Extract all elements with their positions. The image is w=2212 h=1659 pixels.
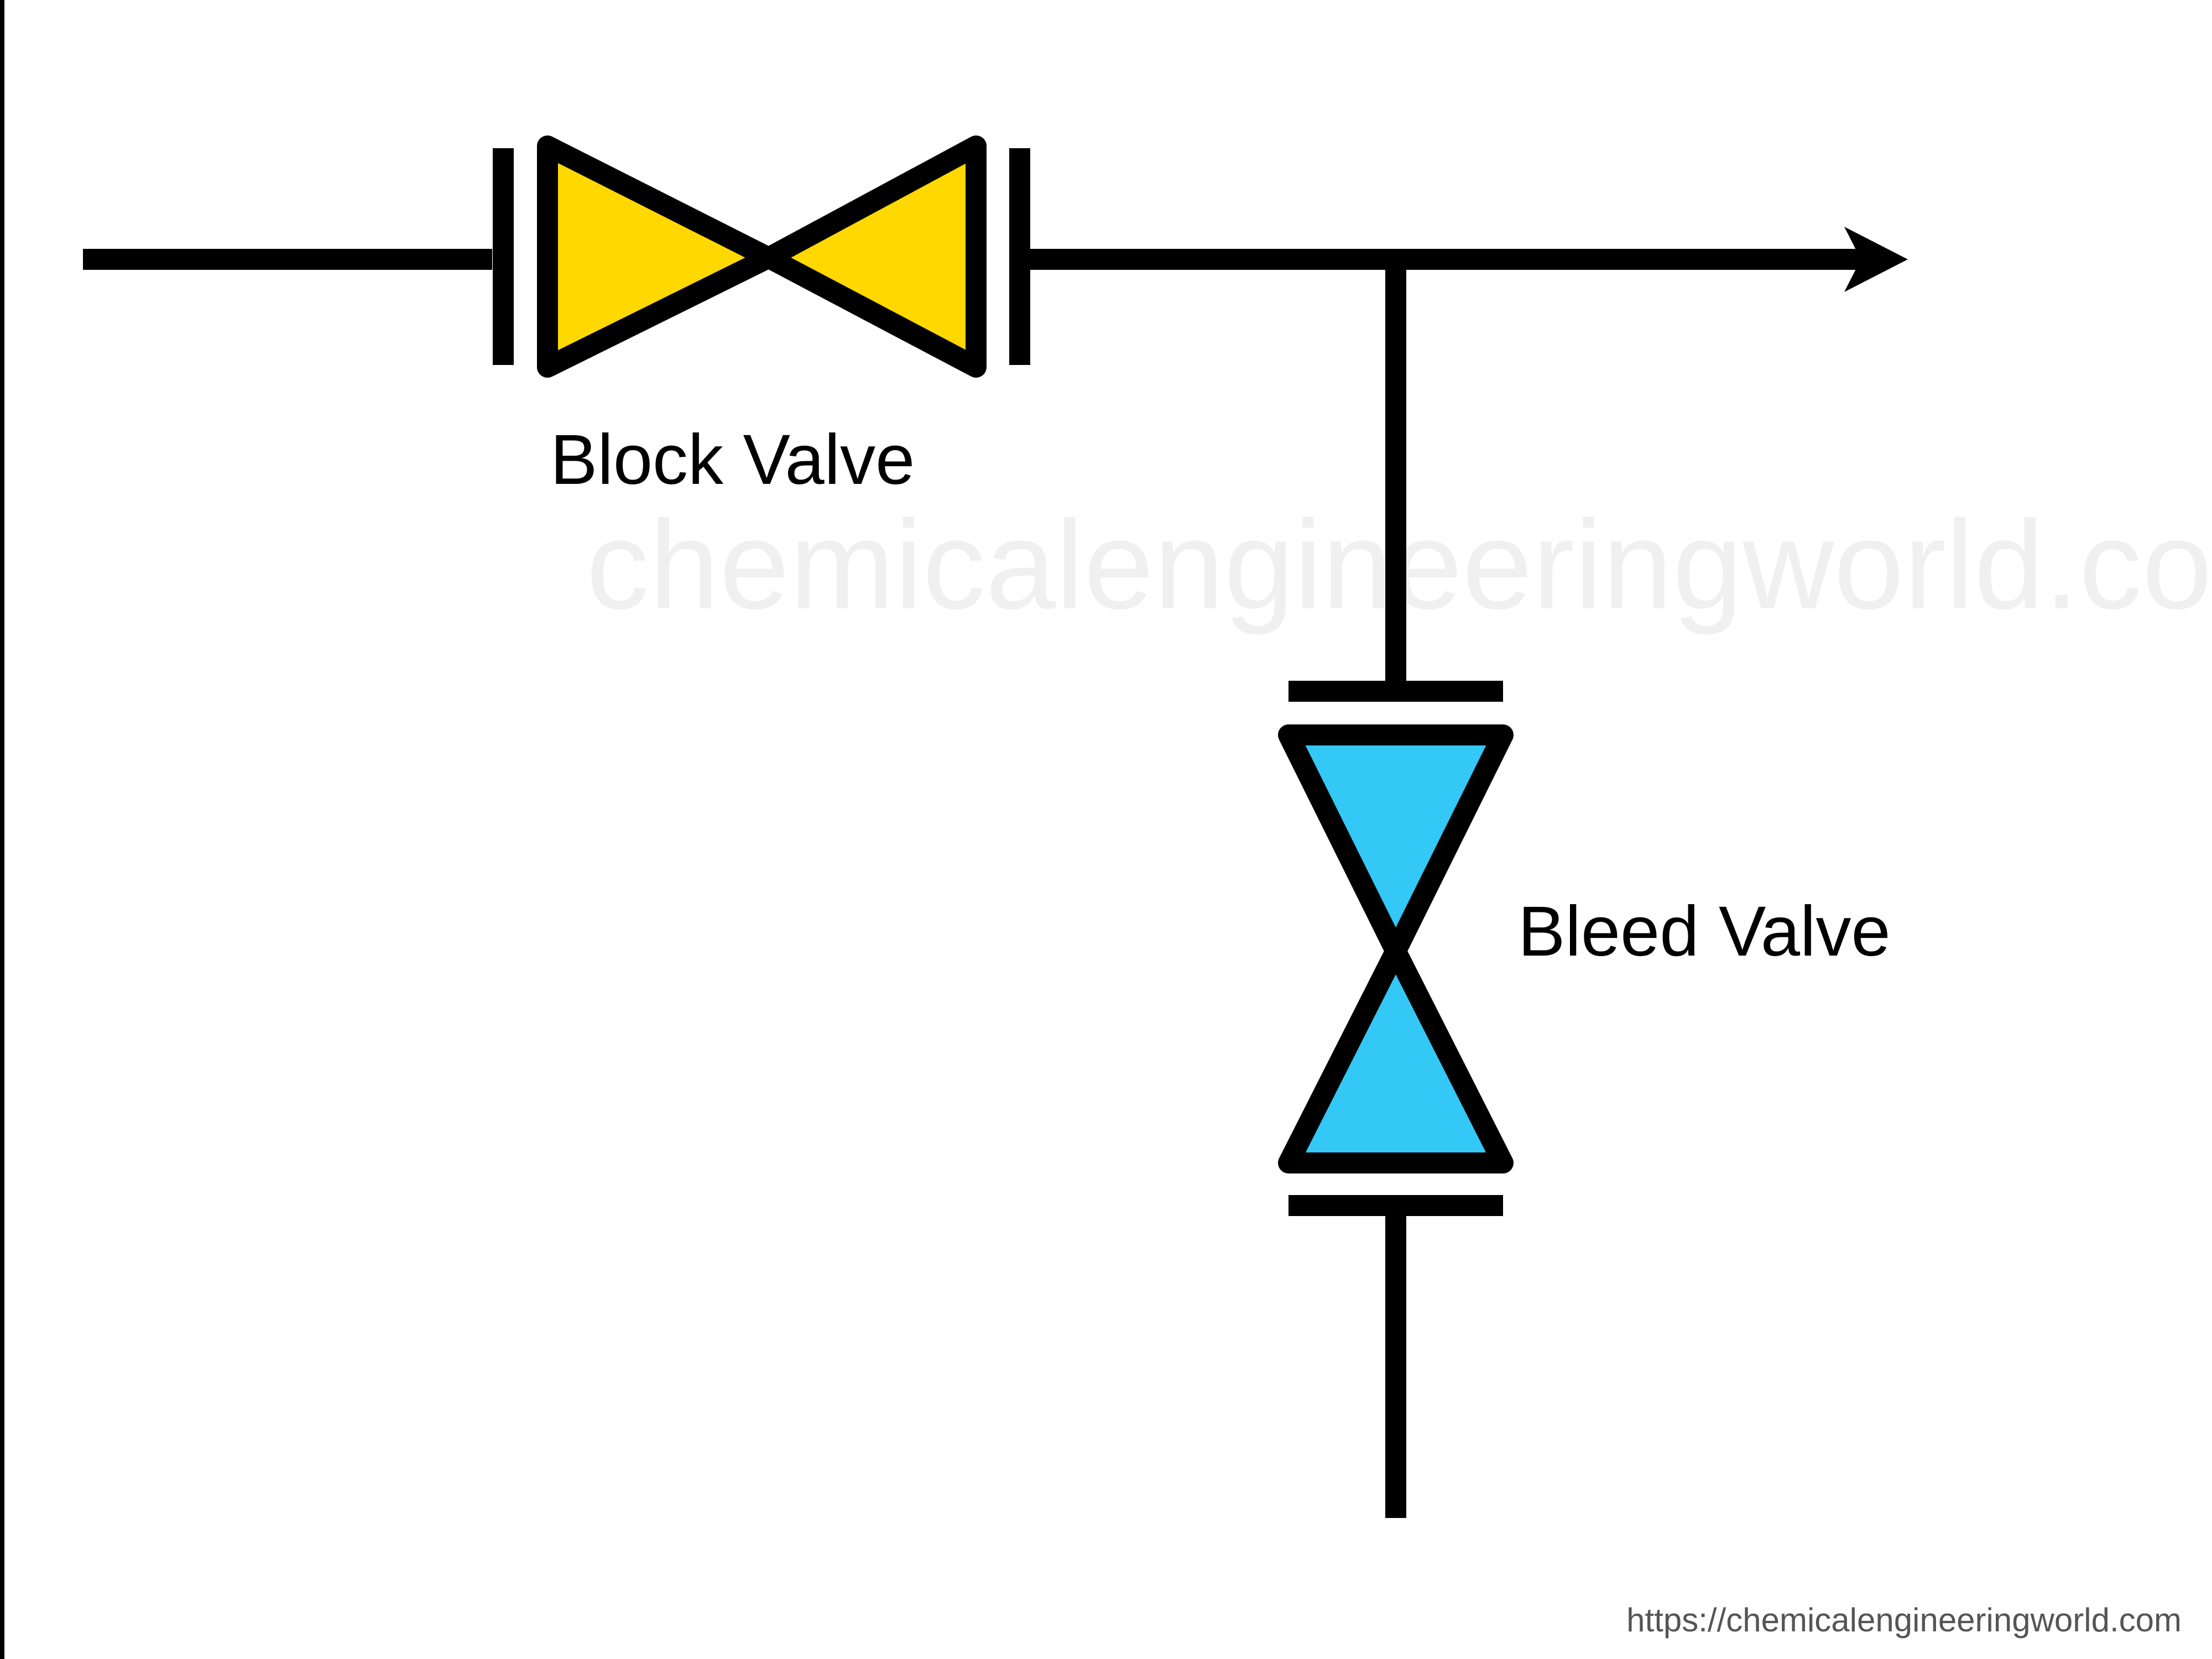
left-border-line bbox=[0, 0, 4, 1659]
block-valve-right-flange bbox=[1009, 148, 1030, 365]
block-valve-left-triangle bbox=[537, 135, 779, 378]
flow-arrow-icon bbox=[1844, 227, 1908, 292]
block-valve-right-triangle bbox=[758, 135, 987, 378]
bleed-valve-bottom-flange bbox=[1288, 1195, 1503, 1216]
bleed-valve-bottom-triangle bbox=[1278, 941, 1514, 1173]
block-valve-left-flange bbox=[493, 148, 514, 365]
bleed-valve-top-flange bbox=[1288, 681, 1503, 702]
bleed-valve-top-triangle bbox=[1278, 724, 1514, 962]
block-valve-label: Block Valve bbox=[550, 420, 915, 499]
bleed-valve-icon bbox=[1278, 724, 1514, 1173]
source-url: https://chemicalengineeringworld.com bbox=[1626, 1601, 2182, 1639]
bleed-valve-label: Bleed Valve bbox=[1518, 892, 1891, 971]
block-valve-icon bbox=[537, 135, 987, 378]
